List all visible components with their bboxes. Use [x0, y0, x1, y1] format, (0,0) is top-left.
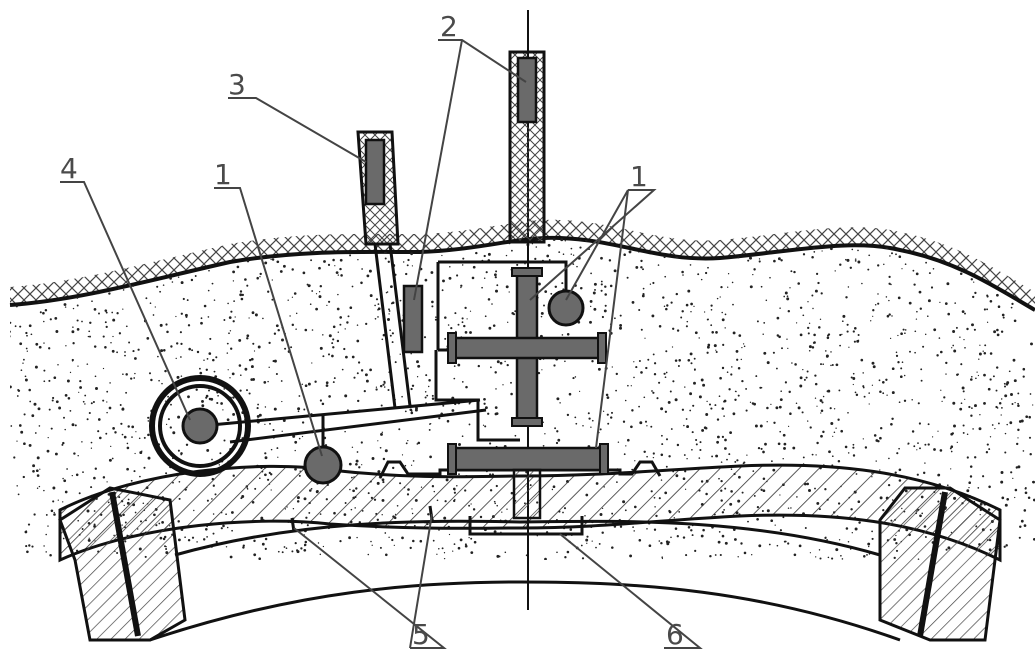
ground-surface-band — [10, 219, 1035, 310]
sensor-2 — [516, 56, 538, 124]
tick-5a — [290, 517, 296, 533]
sensor-3 — [364, 138, 386, 206]
cross-horizontal-bar — [450, 336, 604, 360]
coil-4-outer — [149, 375, 251, 477]
cross-left-cap — [447, 332, 457, 364]
right-wall-joint — [917, 491, 948, 637]
cross-bottom-cap — [511, 417, 543, 427]
bracket-6 — [468, 516, 584, 536]
right-wall-block — [878, 486, 1002, 642]
anchor-bolt — [512, 468, 542, 520]
left-wall-joint — [109, 491, 141, 637]
tunnel-inner-arc — [149, 580, 901, 642]
sensor-1-left — [303, 445, 343, 485]
base-plate — [450, 446, 606, 472]
label-4: 4 — [60, 152, 78, 185]
label-5: 5 — [412, 618, 430, 651]
cable-lines — [373, 243, 412, 409]
coil-4-core — [181, 407, 219, 445]
cross-right-cap — [597, 332, 607, 364]
beam-line-2 — [229, 408, 487, 444]
ground-line — [9, 235, 1035, 312]
label-3: 3 — [228, 68, 246, 101]
label-2: 2 — [440, 10, 458, 43]
label-1-right: 1 — [630, 160, 648, 193]
frame-lines — [434, 260, 568, 442]
label-6: 6 — [666, 618, 684, 651]
base-right-cap — [599, 443, 609, 475]
leader-lines — [60, 39, 703, 649]
sensor-1-right — [547, 289, 585, 327]
sensor-small — [402, 284, 424, 354]
label-1-left: 1 — [214, 158, 232, 191]
cross-top-cap — [511, 267, 543, 277]
base-left-cap — [447, 443, 457, 475]
coil-4-ring — [158, 384, 242, 468]
